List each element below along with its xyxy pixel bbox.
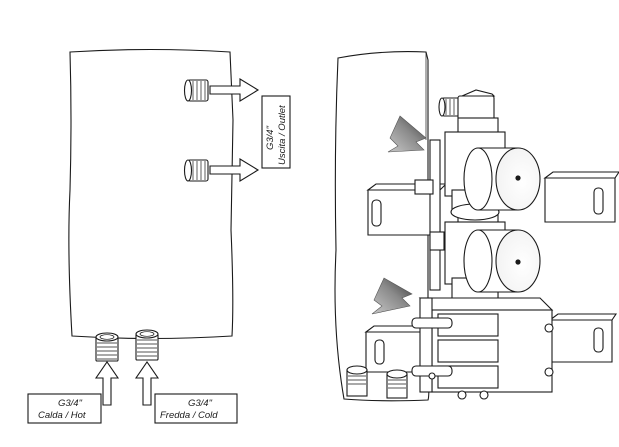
lower-cartridge-cylinder: [463, 229, 541, 293]
upper-cartridge-cylinder: [463, 147, 541, 211]
right-valve-assembly-diagram: [334, 51, 619, 402]
cold-label-size: G3/4": [188, 398, 213, 409]
cold-label-text: Fredda / Cold: [160, 410, 218, 421]
outlet-label-size: G3/4": [265, 125, 276, 150]
left-wall-diagram: G3/4" Uscita / Outlet: [27, 48, 291, 424]
hot-label-box: [27, 393, 102, 424]
hot-inlet-fitting: [95, 332, 119, 362]
cold-inlet-arrow: [134, 361, 160, 406]
top-connection-fitting: [438, 89, 496, 121]
hot-label-size: G3/4": [58, 398, 83, 409]
cold-inlet-fitting: [135, 329, 159, 361]
upper-outlet-fitting: [183, 79, 209, 102]
mixer-box: [411, 297, 554, 400]
lower-outlet-arrow: [209, 158, 260, 182]
outlet-label-text: Uscita / Outlet: [277, 105, 288, 165]
lower-flow-arrow: [371, 277, 413, 315]
upper-outlet-arrow: [209, 78, 260, 102]
hot-label-text: Calda / Hot: [38, 410, 86, 421]
upper-flow-arrow: [387, 115, 427, 153]
lower-outlet-fitting: [183, 159, 209, 182]
right-wall-panel: [334, 51, 430, 402]
cold-label-box: [154, 393, 238, 424]
upper-mounting-bracket: [366, 139, 619, 291]
hot-inlet-arrow: [94, 361, 120, 406]
bottom-inlet-stubs: [346, 365, 408, 399]
outlet-label-box: [261, 95, 291, 169]
lower-mounting-bracket: [364, 313, 618, 373]
